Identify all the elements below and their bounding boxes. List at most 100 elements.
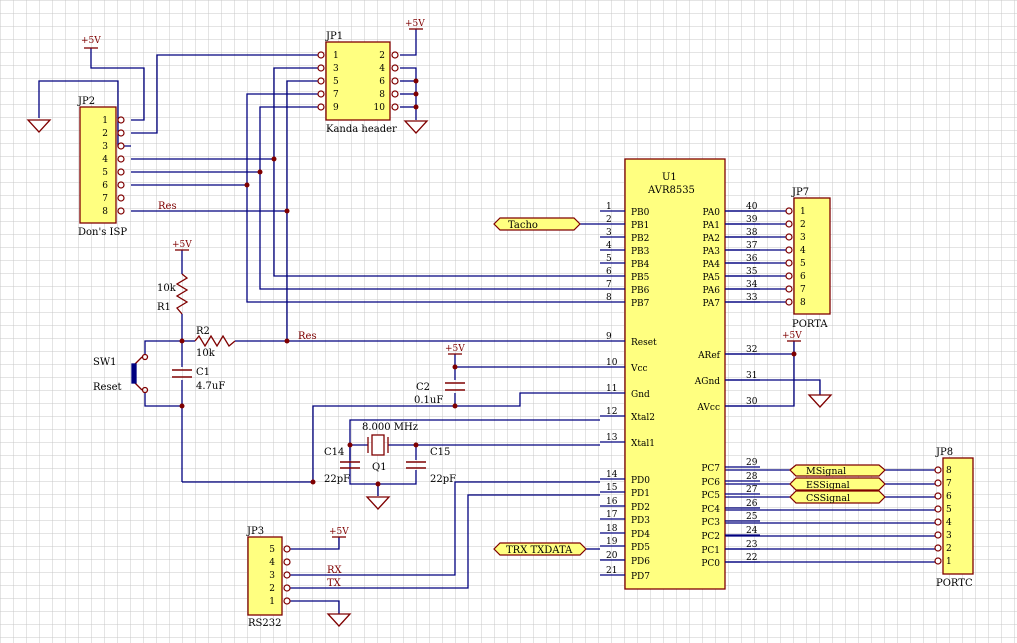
port-trx-label: TRX TXDATA bbox=[506, 545, 573, 556]
r1-value: 10k bbox=[157, 283, 177, 294]
pin-terminal[interactable] bbox=[785, 272, 793, 280]
capacitor-c14[interactable] bbox=[340, 461, 360, 469]
pin-terminal[interactable] bbox=[117, 142, 125, 150]
u1-pin-name: PB7 bbox=[631, 299, 650, 309]
port-tacho[interactable]: Tacho bbox=[493, 217, 581, 231]
pin-number: 9 bbox=[333, 103, 339, 113]
port-cssignal-label: CSSignal bbox=[806, 493, 850, 504]
pin-terminal[interactable] bbox=[283, 584, 291, 592]
pin-terminal[interactable] bbox=[785, 207, 793, 215]
pin-terminal[interactable] bbox=[117, 155, 125, 163]
pin-terminal[interactable] bbox=[785, 246, 793, 254]
u1-pin-number: 29 bbox=[746, 458, 758, 468]
u1-pin-number: 32 bbox=[746, 345, 757, 355]
pin-terminal[interactable] bbox=[317, 77, 325, 85]
pin-terminal[interactable] bbox=[785, 285, 793, 293]
u1-pin-number: 12 bbox=[606, 407, 617, 417]
pin-terminal[interactable] bbox=[934, 557, 942, 565]
jp2-ref: JP2 bbox=[77, 96, 95, 107]
u1-pin-number: 21 bbox=[606, 566, 617, 576]
pin-terminal[interactable] bbox=[117, 168, 125, 176]
u1-pin-name: PD4 bbox=[631, 530, 650, 540]
pin-terminal[interactable] bbox=[391, 90, 399, 98]
r2-ref: R2 bbox=[196, 326, 210, 337]
pin-terminal[interactable] bbox=[785, 298, 793, 306]
pin-terminal[interactable] bbox=[934, 531, 942, 539]
c1-ref: C1 bbox=[196, 367, 210, 378]
pin-terminal[interactable] bbox=[317, 51, 325, 59]
pin-terminal[interactable] bbox=[317, 64, 325, 72]
u1-pin-number: 4 bbox=[606, 241, 612, 251]
pin-terminal[interactable] bbox=[317, 103, 325, 111]
pin-terminal[interactable] bbox=[934, 505, 942, 513]
port-trx[interactable]: TRX TXDATA bbox=[493, 542, 587, 556]
pin-terminal[interactable] bbox=[785, 259, 793, 267]
pin-terminal[interactable] bbox=[117, 116, 125, 124]
pin-terminal[interactable] bbox=[283, 597, 291, 605]
resistor-r2[interactable] bbox=[194, 334, 236, 348]
capacitor-c15[interactable] bbox=[406, 461, 426, 469]
pin-terminal[interactable] bbox=[391, 51, 399, 59]
junction-dot bbox=[271, 156, 277, 162]
junction-dot bbox=[284, 208, 290, 214]
crystal-q1[interactable] bbox=[367, 434, 389, 456]
pin-terminal[interactable] bbox=[391, 103, 399, 111]
pin-number: 2 bbox=[800, 220, 806, 230]
u1-pin-number: 20 bbox=[606, 551, 618, 561]
u1-pin-number: 9 bbox=[606, 332, 612, 342]
ground-icon bbox=[807, 394, 833, 408]
u1-pin-name: PC1 bbox=[701, 546, 720, 556]
net-label-res: Res bbox=[298, 331, 317, 342]
pin-terminal[interactable] bbox=[117, 194, 125, 202]
u1-pin-number: 40 bbox=[746, 202, 758, 212]
u1-pin-name: PC6 bbox=[701, 478, 720, 488]
jp7-caption: PORTA bbox=[792, 319, 828, 330]
pin-terminal[interactable] bbox=[117, 181, 125, 189]
pin-terminal[interactable] bbox=[391, 64, 399, 72]
capacitor-c2[interactable] bbox=[445, 382, 465, 391]
pin-terminal[interactable] bbox=[934, 492, 942, 500]
u1-part: AVR8535 bbox=[647, 185, 695, 196]
u1-pin-name: PC3 bbox=[701, 518, 720, 528]
jp7-body bbox=[793, 197, 831, 315]
pin-terminal[interactable] bbox=[785, 220, 793, 228]
u1-chip[interactable]: U1 AVR8535 1PB02PB13PB24PB35PB46PB57PB68… bbox=[600, 158, 760, 590]
port-cssignal[interactable]: CSSignal bbox=[789, 490, 886, 504]
capacitor-c1[interactable] bbox=[172, 369, 192, 378]
pin-terminal[interactable] bbox=[117, 129, 125, 137]
resistor-r1[interactable] bbox=[175, 273, 189, 315]
pin-terminal[interactable] bbox=[283, 558, 291, 566]
pin-terminal[interactable] bbox=[283, 571, 291, 579]
pin-number: 5 bbox=[946, 505, 952, 515]
port-msignal[interactable]: MSignal bbox=[789, 464, 886, 477]
junction-dot bbox=[257, 169, 263, 175]
pin-terminal[interactable] bbox=[934, 466, 942, 474]
sw1-value: Reset bbox=[93, 382, 122, 393]
pin-terminal[interactable] bbox=[934, 518, 942, 526]
pin-terminal[interactable] bbox=[934, 479, 942, 487]
ground-icon bbox=[365, 496, 391, 510]
pin-terminal[interactable] bbox=[391, 77, 399, 85]
pin-number: 5 bbox=[800, 259, 806, 269]
vcc-label: +5V bbox=[405, 19, 425, 29]
port-essignal[interactable]: ESSignal bbox=[789, 477, 886, 491]
u1-pin-number: 38 bbox=[746, 228, 758, 238]
pin-terminal[interactable] bbox=[317, 90, 325, 98]
pin-number: 3 bbox=[269, 571, 275, 581]
pin-terminal[interactable] bbox=[934, 544, 942, 552]
switch-sw1[interactable] bbox=[131, 353, 149, 394]
u1-pin-number: 5 bbox=[606, 254, 612, 264]
ground-icon bbox=[26, 119, 52, 133]
pin-terminal[interactable] bbox=[283, 545, 291, 553]
u1-pin-name: PB3 bbox=[631, 247, 650, 257]
pin-terminal[interactable] bbox=[117, 207, 125, 215]
jp3-caption: RS232 bbox=[248, 618, 281, 629]
pin-number: 1 bbox=[800, 207, 806, 217]
u1-pin-name: PB6 bbox=[631, 286, 650, 296]
pin-terminal[interactable] bbox=[785, 233, 793, 241]
